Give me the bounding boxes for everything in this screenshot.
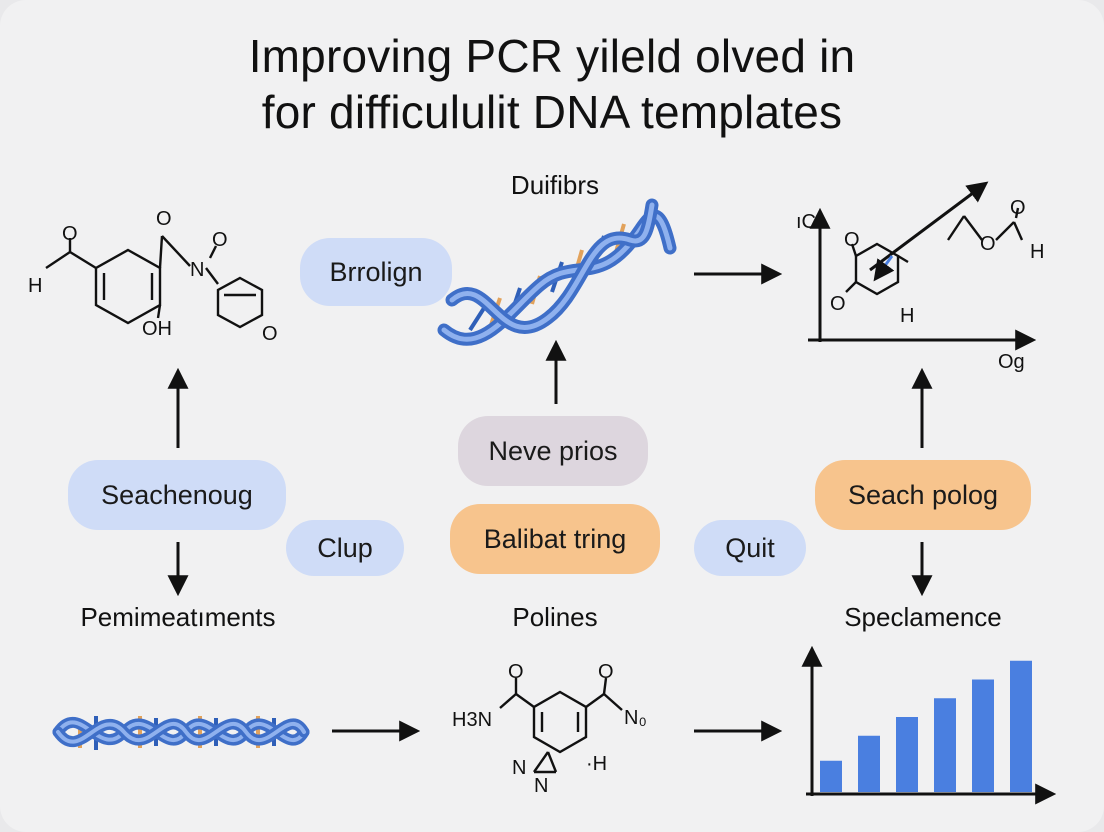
chem-o-right: O [212,229,228,251]
pill-brrolign[interactable]: Brrolign [300,238,452,306]
chem-bottom-o2: O [598,661,614,683]
chem-o-left: O [62,223,78,245]
plot-y-axis-label: ıC [796,211,816,233]
chart-bar-6 [1010,660,1032,792]
chem-o-ring: O [262,323,278,345]
label-pemimeatments: Pemimeatıments [80,602,276,632]
pill-neve-prios[interactable]: Neve prios [458,416,648,486]
plot-chem-o3: O [980,233,996,255]
chem-o-top: O [156,208,172,230]
plot-chem-o1: O [844,229,860,251]
chem-h-left: H [28,275,42,297]
plot-chem-o2: O [830,293,846,315]
bar-chart [801,645,1057,805]
dna-helix-bottom [52,716,310,750]
pill-seach-polog[interactable]: Seach polog [815,460,1031,530]
chart-bar-1 [820,760,842,792]
chart-bar-3 [896,717,918,792]
label-duifibrs: Duifibrs [510,170,600,200]
pill-seachenoug[interactable]: Seachenoug [68,460,286,530]
title-line-2: for difficululit DNA templates [261,86,843,138]
plot-chem-h2: H [1030,241,1044,263]
label-polines: Polines [512,602,598,632]
chem-h3n: H3N [452,709,492,731]
pill-quit[interactable]: Quit [694,520,806,576]
chem-n-o: N₀ [624,707,647,729]
title-line-1: Improving PCR yileld olved in [248,30,856,82]
chem-bottom-o1: O [508,661,524,683]
chart-bar-4 [934,698,956,792]
diagram-title: Improving PCR yileld olved in for diffic… [0,28,1104,140]
chem-bottom-h: ·H [586,753,607,775]
chart-bar-2 [858,735,880,792]
molecule-bottom [499,677,623,774]
chem-bottom-n2: N [534,775,548,797]
plot-chem-h1: H [900,305,914,327]
chem-bottom-n1: N [512,757,526,779]
top-right-plot [808,181,1037,351]
plot-chem-o4: O [1010,197,1026,219]
chem-oh: OH [142,318,172,340]
plot-x-axis-label: Og [998,351,1025,373]
chart-bar-5 [972,679,994,792]
dna-helix-center [437,198,677,346]
chem-n: N [190,259,204,281]
chart-bars [820,660,1032,792]
pill-balibat-tring[interactable]: Balibat tring [450,504,660,574]
molecule-top-left [45,235,264,329]
pill-clup[interactable]: Clup [286,520,404,576]
label-speclamence: Speclamence [844,602,1002,632]
